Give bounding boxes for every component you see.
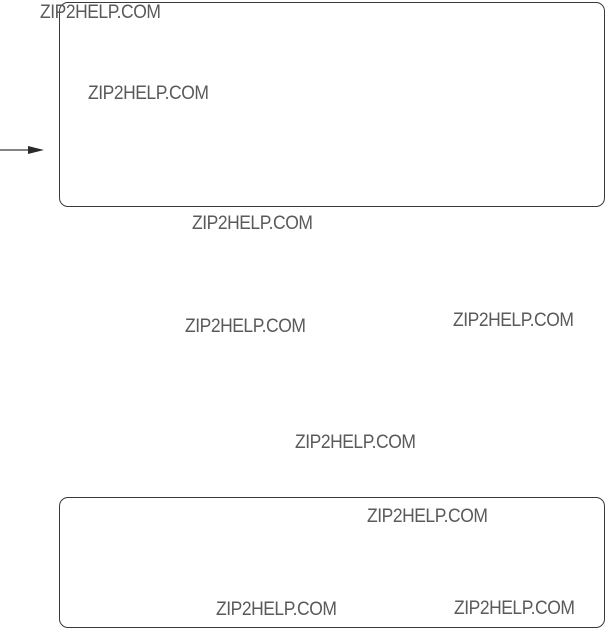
watermark-text: ZIP2HELP.COM bbox=[367, 506, 488, 527]
watermark-text: ZIP2HELP.COM bbox=[216, 599, 337, 620]
watermark-text: ZIP2HELP.COM bbox=[453, 310, 574, 331]
arrow-right-icon bbox=[0, 146, 44, 154]
watermark-text: ZIP2HELP.COM bbox=[192, 213, 313, 234]
watermark-text: ZIP2HELP.COM bbox=[295, 432, 416, 453]
watermark-text: ZIP2HELP.COM bbox=[454, 598, 575, 619]
watermark-text: ZIP2HELP.COM bbox=[88, 83, 209, 104]
bottom-content-frame bbox=[59, 497, 605, 628]
watermark-text: ZIP2HELP.COM bbox=[185, 316, 306, 337]
watermark-text: ZIP2HELP.COM bbox=[40, 2, 161, 23]
top-content-frame bbox=[59, 2, 605, 207]
